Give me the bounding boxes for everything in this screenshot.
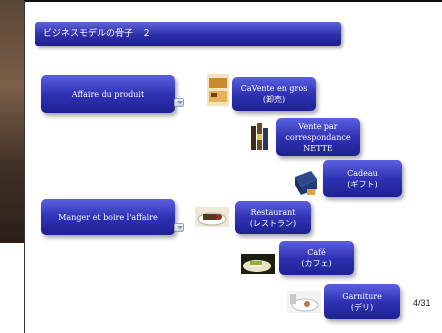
presentation-slide: ビジネスモデルの骨子 ２ Affaire du produit CaVente … — [24, 0, 442, 333]
bottles-image — [249, 120, 269, 152]
pastry-image — [207, 74, 229, 106]
item-button-cafe[interactable]: Café (カフェ) — [279, 241, 354, 275]
item-button-gift[interactable]: Cadeau (ギフト) — [323, 160, 402, 197]
category-label: Affaire du produit — [71, 89, 145, 99]
slide-title: ビジネスモデルの骨子 ２ — [35, 22, 341, 46]
coffee-cake-image — [241, 254, 275, 274]
item-button-mail-order[interactable]: Vente par correspondance NETTE — [276, 118, 360, 156]
category-button-product[interactable]: Affaire du produit — [41, 75, 175, 113]
restaurant-dish-image — [195, 207, 229, 227]
item-button-restaurant[interactable]: Restaurant (レストラン) — [235, 201, 311, 234]
category-label: Manger et boire l'affaire — [58, 212, 158, 222]
page-indicator: 4/31 — [413, 298, 431, 308]
item-button-deli[interactable]: Garniture (デリ) — [324, 284, 400, 319]
deli-plate-image — [287, 291, 321, 313]
gift-box-image — [293, 167, 319, 197]
background-photo-strip — [0, 0, 24, 243]
item-button-wholesale[interactable]: CaVente en gros (卸売) — [232, 77, 316, 111]
expand-arrow-icon[interactable] — [174, 223, 184, 232]
expand-arrow-icon[interactable] — [174, 98, 184, 107]
category-button-food-drink[interactable]: Manger et boire l'affaire — [41, 199, 175, 235]
